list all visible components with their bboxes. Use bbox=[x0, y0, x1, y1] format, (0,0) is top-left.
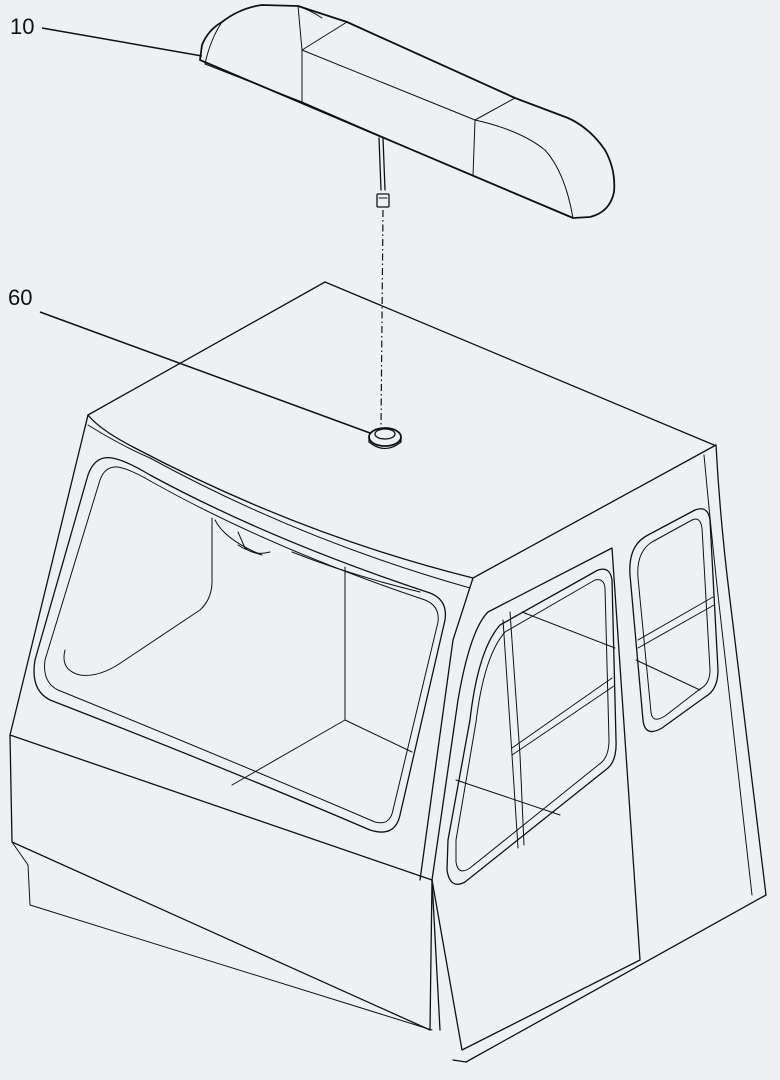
cable-and-plug bbox=[376, 137, 390, 208]
callout-label-10: 10 bbox=[10, 14, 34, 39]
cab bbox=[9, 281, 767, 1063]
grommet bbox=[368, 427, 402, 450]
callout-60: 60 bbox=[8, 285, 371, 434]
callout-label-60: 60 bbox=[8, 285, 32, 310]
assembly-line bbox=[380, 209, 384, 429]
leader-line-60 bbox=[39, 311, 371, 434]
callout-10: 10 bbox=[10, 14, 203, 57]
leader-line-10 bbox=[41, 27, 203, 57]
light-bar bbox=[199, 4, 616, 219]
